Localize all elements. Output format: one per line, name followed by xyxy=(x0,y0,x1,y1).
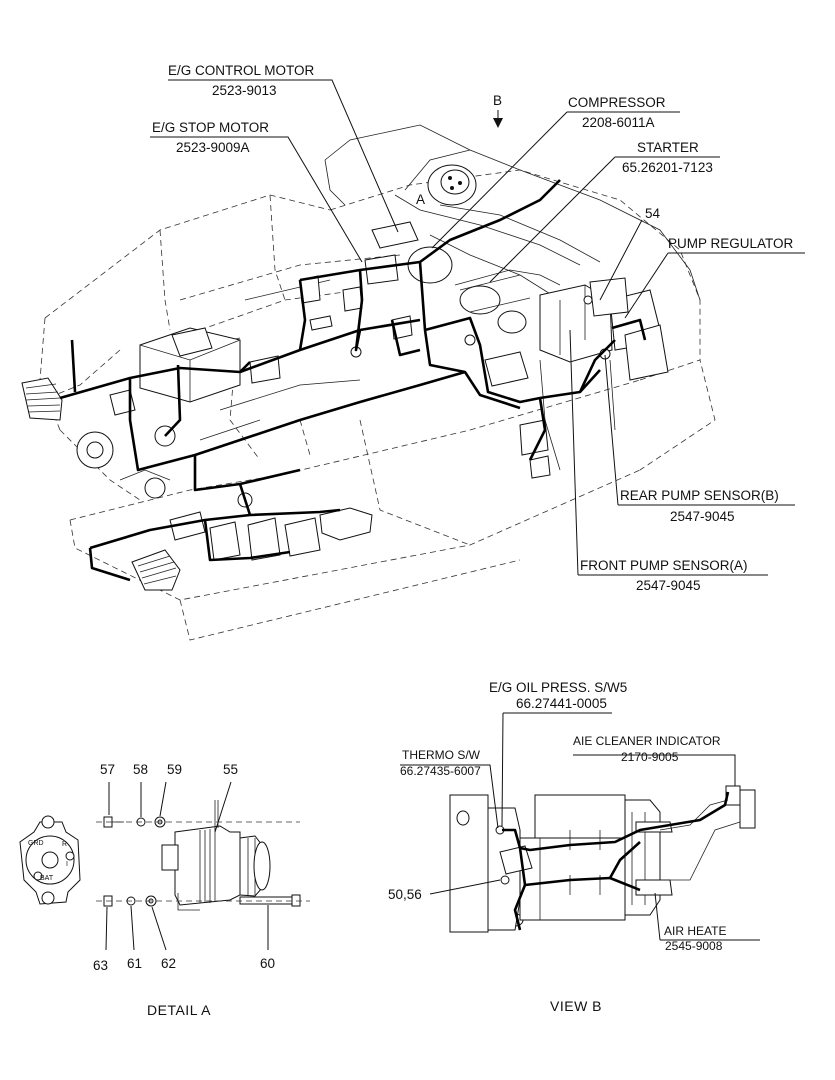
air-heate-part-no: 2545-9008 xyxy=(665,939,723,953)
air-heate-label: AIR HEATE xyxy=(664,924,726,938)
air-cleaner-indicator-label: AIE CLEANER INDICATOR xyxy=(573,734,721,748)
alternator-front-view: GRD R I BAT xyxy=(19,815,81,905)
oil-press-sw-part-no: 66.27441-0005 xyxy=(516,696,607,711)
item-54-label: 54 xyxy=(645,206,661,221)
view-b-marker: B xyxy=(493,93,502,108)
eg-control-motor-part-no: 2523-9013 xyxy=(212,83,277,98)
detail-a-marker: A xyxy=(416,192,425,207)
terminal-grd: GRD xyxy=(28,840,44,847)
detail-a-leaders xyxy=(105,781,269,951)
terminal-r: R xyxy=(62,841,67,848)
item-61-label: 61 xyxy=(127,956,142,971)
starter-part-no: 65.26201-7123 xyxy=(622,160,713,175)
view-b-caption: VIEW B xyxy=(550,998,602,1014)
view-b: E/G OIL PRESS. S/W5 66.27441-0005 THERMO… xyxy=(388,680,760,1014)
item-58-label: 58 xyxy=(133,762,148,777)
item-62-label: 62 xyxy=(161,956,176,971)
work-lamp-right xyxy=(131,549,181,591)
air-cleaner-indicator-part-no: 2170-9005 xyxy=(621,750,679,764)
item-50-56-label: 50,56 xyxy=(388,887,422,902)
starter-label: STARTER xyxy=(637,140,699,155)
terminal-bat: BAT xyxy=(40,875,54,882)
compressor-part-no: 2208-6011A xyxy=(582,115,655,130)
leader-lines xyxy=(150,79,805,576)
view-b-leaders xyxy=(400,712,760,941)
compressor-label: COMPRESSOR xyxy=(568,95,666,110)
pump-regulator-label: PUMP REGULATOR xyxy=(668,236,794,251)
terminal-i: I xyxy=(66,861,68,868)
thermo-sw-label: THERMO S/W xyxy=(402,748,481,762)
alternator-side-view xyxy=(161,800,271,911)
view-b-wiring xyxy=(502,791,730,931)
wiring-harness xyxy=(59,179,647,582)
item-57-label: 57 xyxy=(100,762,115,777)
item-60-label: 60 xyxy=(260,956,275,971)
rear-pump-sensor-part-no: 2547-9045 xyxy=(670,509,735,524)
detail-a-caption: DETAIL A xyxy=(147,1002,211,1018)
front-pump-sensor-label: FRONT PUMP SENSOR(A) xyxy=(580,558,748,573)
rear-pump-sensor-label: REAR PUMP SENSOR(B) xyxy=(620,488,779,503)
front-pump-sensor-part-no: 2547-9045 xyxy=(636,578,701,593)
eg-control-motor-label: E/G CONTROL MOTOR xyxy=(168,63,315,78)
hardware-parts xyxy=(96,816,310,907)
item-59-label: 59 xyxy=(167,762,182,777)
thermo-sw-part-no: 66.27435-6007 xyxy=(400,764,481,778)
item-55-label: 55 xyxy=(223,762,238,777)
oil-press-sw-label: E/G OIL PRESS. S/W5 xyxy=(489,680,627,695)
eg-stop-motor-label: E/G STOP MOTOR xyxy=(152,120,269,135)
detail-a: GRD R I BAT xyxy=(19,762,310,1018)
eg-stop-motor-part-no: 2523-9009A xyxy=(176,140,250,155)
work-lamp-left xyxy=(21,377,63,421)
main-view: E/G CONTROL MOTOR 2523-9013 E/G STOP MOT… xyxy=(21,63,805,641)
item-63-label: 63 xyxy=(93,958,108,973)
compressor-pulley xyxy=(427,164,477,206)
battery-box xyxy=(139,327,241,403)
